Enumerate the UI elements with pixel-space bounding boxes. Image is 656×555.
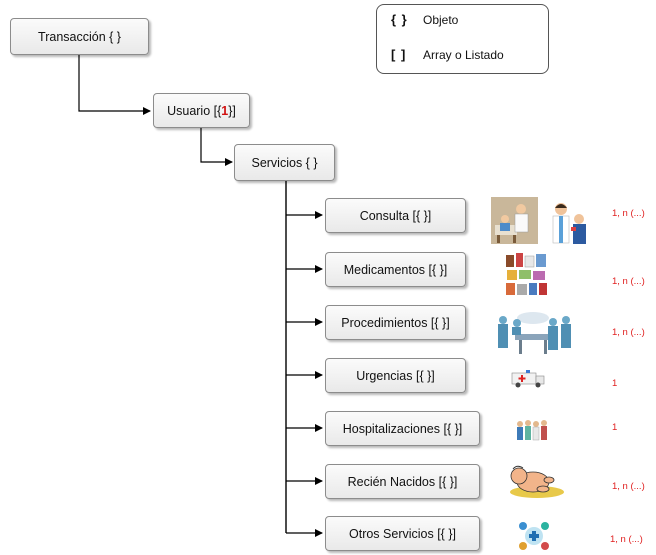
node-recien-nacidos[interactable]: Recién Nacidos [{ }] (325, 464, 480, 499)
node-usuario-prefix: Usuario [{ (167, 103, 222, 118)
node-hospitalizaciones[interactable]: Hospitalizaciones [{ }] (325, 411, 480, 446)
connector-usuario-servicios (200, 128, 233, 166)
connector-transaccion-usuario (78, 55, 151, 115)
legend-object-label: Objeto (423, 12, 459, 27)
other-services-illustration (516, 519, 552, 553)
ambulance-emergency-illustration (508, 367, 548, 390)
surgical-procedure-illustration (491, 306, 576, 356)
node-medicamentos[interactable]: Medicamentos [{ }] (325, 252, 466, 287)
cardinality-hospitalizaciones: 1 (612, 422, 618, 433)
cardinality-recien-nacidos: 1, n (...) (612, 481, 645, 492)
cardinality-urgencias: 1 (612, 378, 618, 389)
medication-bottles-illustration (503, 251, 550, 298)
node-usuario-cardinality: 1 (221, 103, 229, 118)
node-usuario[interactable]: Usuario [{1}] (153, 93, 250, 128)
newborn-baby-illustration (503, 462, 569, 502)
legend-array-symbol: [ ] (391, 47, 407, 62)
doctor-consultation-illustration (491, 197, 538, 244)
legend-object-symbol: { } (391, 12, 408, 27)
node-usuario-suffix: }] (228, 103, 236, 118)
node-transaccion-label: Transacción { } (38, 29, 121, 44)
cardinality-procedimientos: 1, n (...) (612, 327, 645, 338)
doctor-patient-illustration (545, 199, 593, 247)
node-procedimientos-label: Procedimientos [{ }] (341, 315, 450, 330)
node-otros-servicios-label: Otros Servicios [{ }] (349, 526, 456, 541)
node-otros-servicios[interactable]: Otros Servicios [{ }] (325, 516, 480, 551)
node-usuario-label: Usuario [{1}] (167, 104, 236, 118)
cardinality-medicamentos: 1, n (...) (612, 276, 645, 287)
node-consulta-label: Consulta [{ }] (359, 208, 432, 223)
hospital-staff-illustration (514, 417, 551, 442)
node-hospitalizaciones-label: Hospitalizaciones [{ }] (342, 421, 463, 436)
legend-object-row: { } Objeto (391, 12, 458, 27)
legend-array-row: [ ] Array o Listado (391, 47, 504, 62)
node-transaccion[interactable]: Transacción { } (10, 18, 149, 55)
legend-array-label: Array o Listado (423, 47, 504, 62)
cardinality-consulta: 1, n (...) (612, 208, 645, 219)
node-consulta[interactable]: Consulta [{ }] (325, 198, 466, 233)
node-servicios-label: Servicios { } (251, 155, 318, 170)
node-servicios[interactable]: Servicios { } (234, 144, 335, 181)
node-urgencias-label: Urgencias [{ }] (356, 368, 435, 383)
cardinality-otros-servicios: 1, n (...) (610, 534, 643, 545)
node-medicamentos-label: Medicamentos [{ }] (343, 262, 448, 277)
node-recien-nacidos-label: Recién Nacidos [{ }] (347, 474, 458, 489)
legend-box: { } Objeto [ ] Array o Listado (376, 4, 549, 74)
node-procedimientos[interactable]: Procedimientos [{ }] (325, 305, 466, 340)
node-urgencias[interactable]: Urgencias [{ }] (325, 358, 466, 393)
